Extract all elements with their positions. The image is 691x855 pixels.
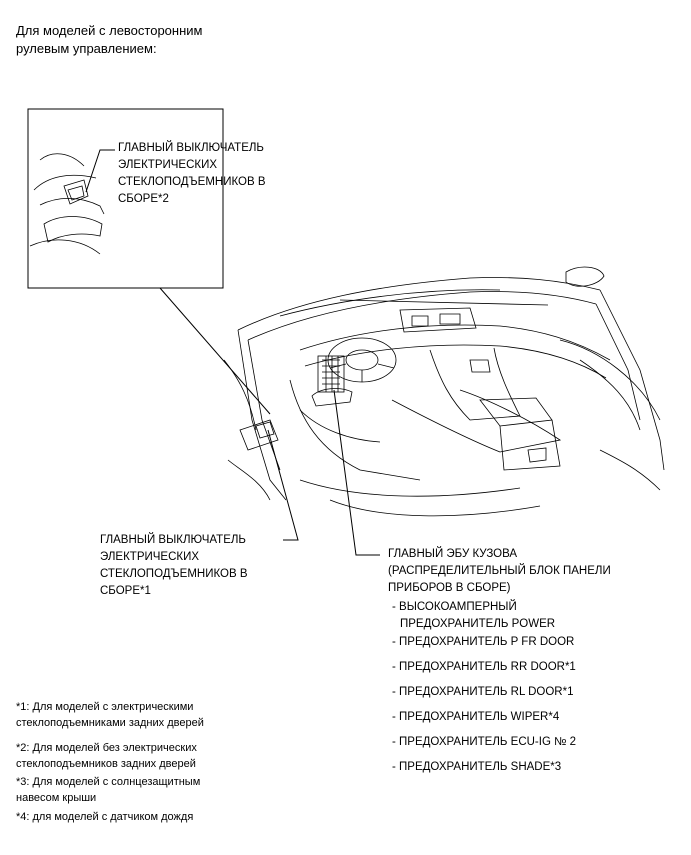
footnote: *4: для моделей с датчиком дождя <box>16 809 193 825</box>
footnote-line: *3: Для моделей с солнцезащитным <box>16 776 201 788</box>
footnote-line: *1: Для моделей с электрическими <box>16 701 194 713</box>
callout-switch2-line: СБОРЕ*2 <box>118 193 169 205</box>
fuse-item: - ПРЕДОХРАНИТЕЛЬ SHADE*3 <box>392 761 562 773</box>
callout-ecu-line: ПРИБОРОВ В СБОРЕ) <box>388 582 511 594</box>
title-line-1: Для моделей с левосторонним <box>16 23 203 38</box>
leader-inset-to-door <box>159 287 271 415</box>
callout-ecu-line: ГЛАВНЫЙ ЭБУ КУЗОВА <box>388 548 518 560</box>
footnote: *1: Для моделей с электрическими стеклоп… <box>16 699 204 731</box>
callout-ecu: ГЛАВНЫЙ ЭБУ КУЗОВА (РАСПРЕДЕЛИТЕЛЬНЫЙ БЛ… <box>388 546 611 597</box>
callout-switch2-line: СТЕКЛОПОДЪЕМНИКОВ В <box>118 176 266 188</box>
fuse-item: - ВЫСОКОАМПЕРНЫЙ ПРЕДОХРАНИТЕЛЬ POWER <box>392 599 555 633</box>
callout-switch1-line: ЭЛЕКТРИЧЕСКИХ <box>100 551 200 563</box>
fuse-item: - ПРЕДОХРАНИТЕЛЬ WIPER*4 <box>392 711 560 723</box>
leader-ecu <box>333 389 380 556</box>
leader-switch2 <box>85 149 115 193</box>
main-interior-sketch <box>223 266 665 517</box>
title-line-2: рулевым управлением: <box>16 41 157 56</box>
fuse-item: - ПРЕДОХРАНИТЕЛЬ ECU-IG № 2 <box>392 736 577 748</box>
inset-door-sketch <box>29 153 105 255</box>
callout-switch2-line: ЭЛЕКТРИЧЕСКИХ <box>118 159 218 171</box>
callout-switch2-line: ГЛАВНЫЙ ВЫКЛЮЧАТЕЛЬ <box>118 142 264 154</box>
fuse-line: ПРЕДОХРАНИТЕЛЬ POWER <box>400 618 556 630</box>
callout-ecu-line: (РАСПРЕДЕЛИТЕЛЬНЫЙ БЛОК ПАНЕЛИ <box>388 565 611 577</box>
callout-switch1-line: ГЛАВНЫЙ ВЫКЛЮЧАТЕЛЬ <box>100 534 246 546</box>
footnote: *3: Для моделей с солнцезащитным навесом… <box>16 774 200 806</box>
footnote: *2: Для моделей без электрических стекло… <box>16 740 197 772</box>
fuse-item: - ПРЕДОХРАНИТЕЛЬ P FR DOOR <box>392 636 575 648</box>
fuse-item: - ПРЕДОХРАНИТЕЛЬ RL DOOR*1 <box>392 686 574 698</box>
footnote-line: *4: для моделей с датчиком дождя <box>16 811 194 823</box>
footnote-line: стеклоподъемников задних дверей <box>16 758 196 770</box>
footnote-line: стеклоподъемниками задних дверей <box>16 717 204 729</box>
fuse-item: - ПРЕДОХРАНИТЕЛЬ RR DOOR*1 <box>392 661 576 673</box>
callout-switch1-line: СТЕКЛОПОДЪЕМНИКОВ В <box>100 568 248 580</box>
footnote-line: навесом крыши <box>16 792 97 804</box>
fuse-line: - ВЫСОКОАМПЕРНЫЙ <box>392 601 517 613</box>
callout-switch2: ГЛАВНЫЙ ВЫКЛЮЧАТЕЛЬ ЭЛЕКТРИЧЕСКИХ СТЕКЛО… <box>118 140 266 208</box>
callout-switch1-line: СБОРЕ*1 <box>100 585 151 597</box>
leader-switch1 <box>267 429 299 541</box>
footnote-line: *2: Для моделей без электрических <box>16 742 197 754</box>
page-title: Для моделей с левосторонним рулевым упра… <box>16 22 202 58</box>
callout-switch1: ГЛАВНЫЙ ВЫКЛЮЧАТЕЛЬ ЭЛЕКТРИЧЕСКИХ СТЕКЛО… <box>100 532 248 600</box>
